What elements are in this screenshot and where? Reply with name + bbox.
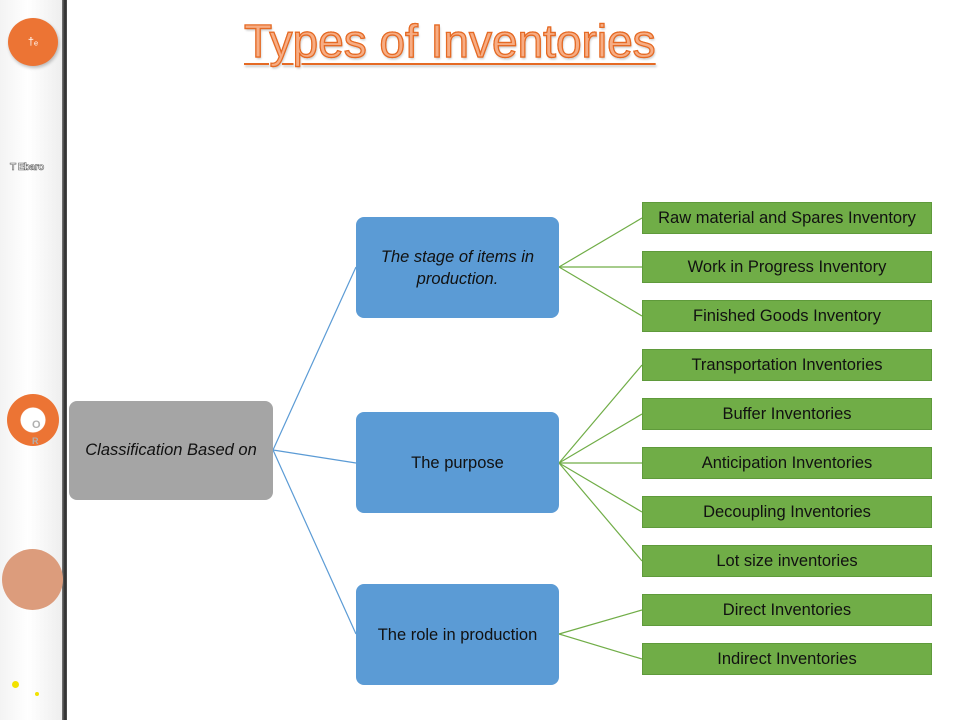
yellow-dot-decoration	[35, 692, 39, 696]
leaf-connector	[558, 413, 643, 464]
sidebar-caption: T Ebaro	[10, 162, 45, 174]
ring-letter-bottom: R	[32, 436, 39, 446]
leaf-connector	[558, 609, 643, 635]
sidebar-badge: †ₑ	[8, 18, 58, 66]
root-connector-purpose	[272, 449, 357, 464]
leaf-connector	[558, 266, 643, 317]
root-node: Classification Based on	[69, 401, 273, 500]
orange-ring-decoration	[7, 394, 59, 446]
leaf-node-raw-material: Raw material and Spares Inventory	[642, 202, 932, 234]
leaf-connectors	[558, 217, 643, 660]
category-node-stage: The stage of items in production.	[356, 217, 559, 318]
leaf-node-buffer: Buffer Inventories	[642, 398, 932, 430]
leaf-connector	[558, 462, 643, 562]
leaf-node-indirect: Indirect Inventories	[642, 643, 932, 675]
leaf-node-anticipation: Anticipation Inventories	[642, 447, 932, 479]
category-node-purpose: The purpose	[356, 412, 559, 513]
page-title: Types of Inventories	[243, 14, 656, 67]
leaf-connector	[558, 462, 643, 513]
leaf-node-finished-goods: Finished Goods Inventory	[642, 300, 932, 332]
sidebar-divider	[62, 0, 67, 720]
leaf-node-work-in-progress: Work in Progress Inventory	[642, 251, 932, 283]
peach-circle-decoration	[2, 549, 63, 610]
leaf-node-direct: Direct Inventories	[642, 594, 932, 626]
leaf-connector	[558, 217, 643, 268]
leaf-node-lot-size: Lot size inventories	[642, 545, 932, 577]
root-connector-stage	[272, 266, 357, 451]
ring-letter-top: O	[32, 419, 41, 431]
yellow-dot-decoration	[12, 681, 19, 688]
category-node-role: The role in production	[356, 584, 559, 685]
leaf-node-decoupling: Decoupling Inventories	[642, 496, 932, 528]
leaf-connector	[558, 633, 643, 660]
leaf-connector	[558, 364, 643, 464]
root-connector-role	[272, 449, 357, 635]
leaf-node-transportation: Transportation Inventories	[642, 349, 932, 381]
root-connectors	[272, 266, 357, 635]
